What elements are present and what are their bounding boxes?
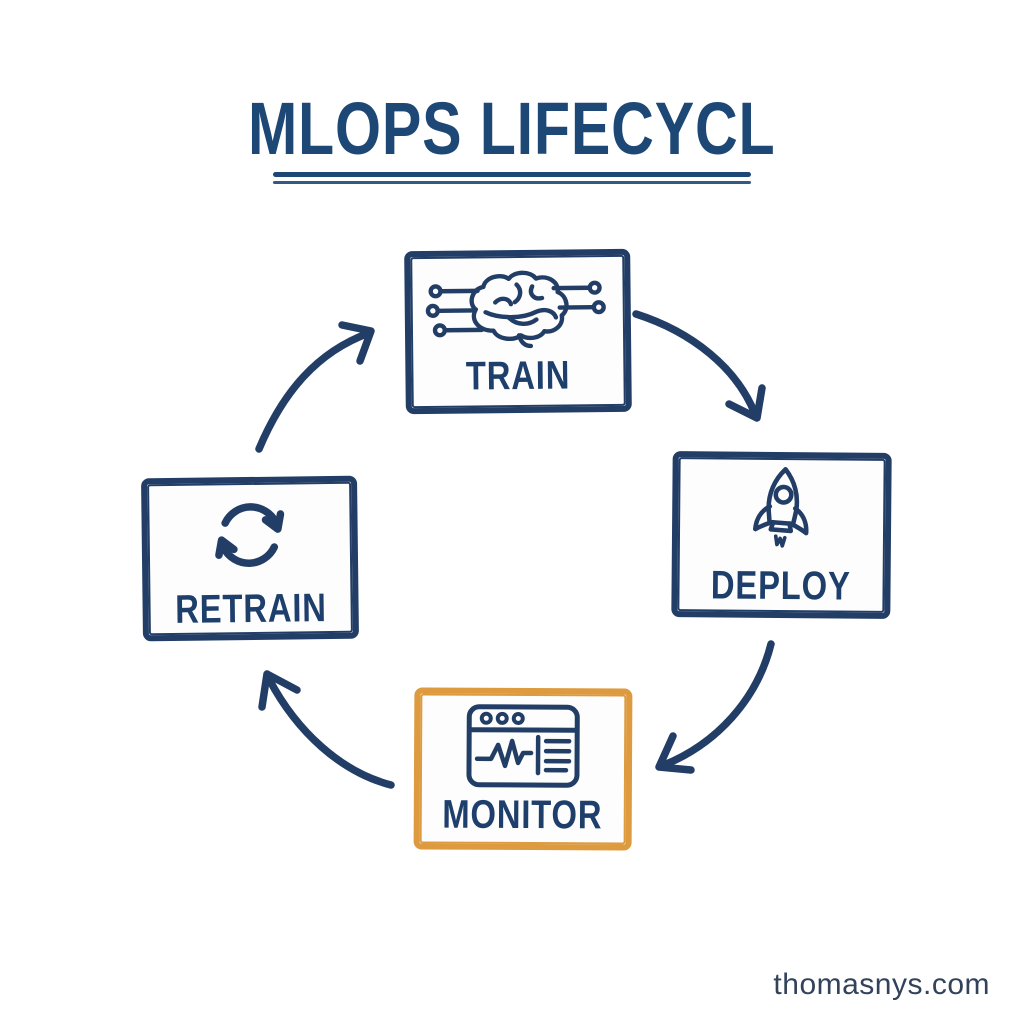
node-monitor-label: MONITOR: [442, 792, 603, 838]
cycle-arrows-icon: [197, 488, 302, 583]
node-retrain: RETRAIN: [141, 475, 359, 642]
node-monitor-inner: MONITOR: [419, 693, 627, 845]
node-deploy-label: DEPLOY: [710, 563, 852, 609]
node-retrain-inner: RETRAIN: [147, 481, 353, 636]
node-deploy: DEPLOY: [671, 451, 892, 619]
node-retrain-label: RETRAIN: [174, 585, 327, 632]
arrow-retrain-to-train: [255, 321, 375, 453]
page-title: MLOPS LIFECYCL: [248, 87, 776, 170]
node-deploy-inner: DEPLOY: [677, 457, 886, 613]
node-train-inner: TRAIN: [410, 254, 626, 409]
dashboard-pulse-icon: [465, 703, 581, 790]
brain-circuit-icon: [424, 267, 611, 351]
arrow-deploy-to-monitor: [655, 640, 775, 774]
title-block: MLOPS LIFECYCL: [0, 92, 1024, 184]
node-train: TRAIN: [404, 248, 632, 415]
title-underline: [273, 172, 751, 184]
node-monitor: MONITOR: [413, 687, 633, 851]
rocket-icon: [740, 464, 823, 561]
arrow-train-to-deploy: [632, 310, 766, 422]
title-underline-bottom: [273, 181, 751, 184]
node-train-label: TRAIN: [466, 352, 571, 399]
watermark: thomasnys.com: [773, 968, 990, 1001]
title-underline-top: [273, 172, 751, 177]
arrow-monitor-to-retrain: [258, 670, 395, 789]
